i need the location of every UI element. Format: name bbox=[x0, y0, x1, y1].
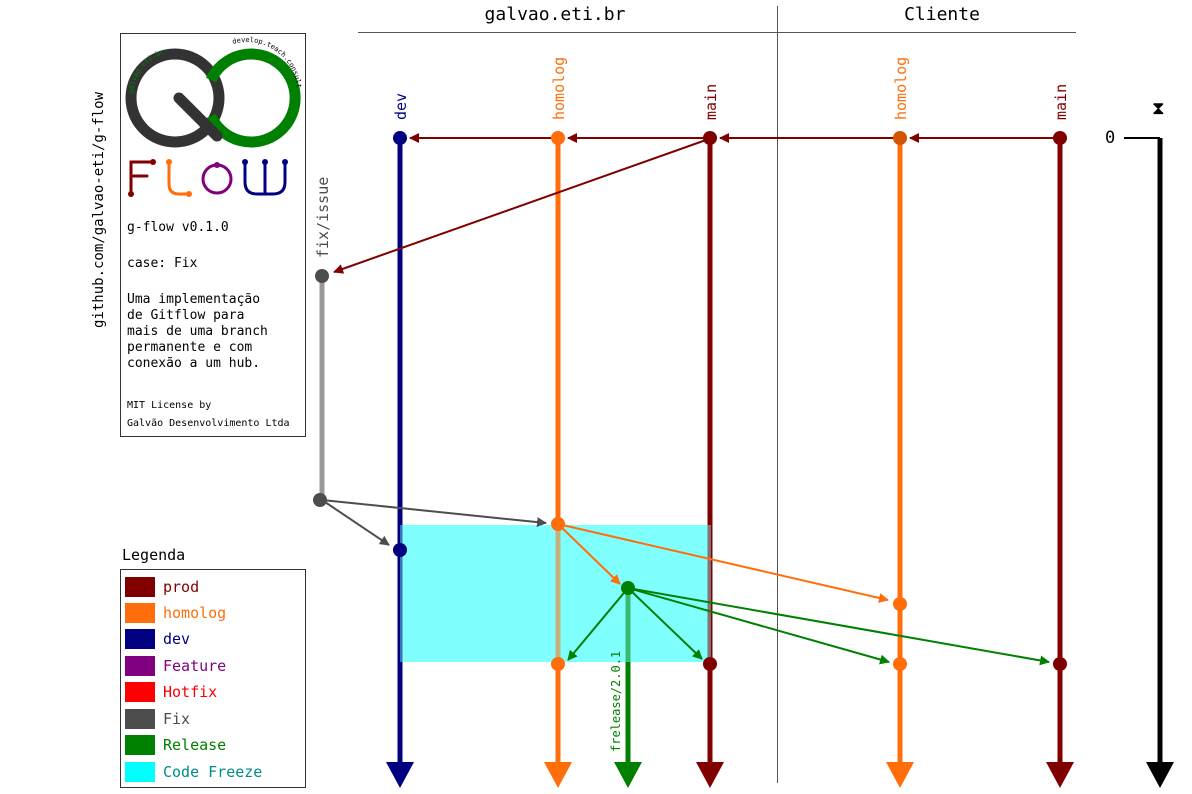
branch-label-main: main bbox=[702, 84, 720, 120]
legend-item-prod: prod bbox=[125, 576, 199, 598]
commit-release-start bbox=[621, 581, 635, 595]
commit-homolog-start bbox=[551, 131, 565, 145]
legend-swatch bbox=[125, 682, 155, 702]
legend-swatch bbox=[125, 577, 155, 597]
arrow-fix-to-homolog bbox=[321, 499, 547, 528]
legend-swatch bbox=[125, 735, 155, 755]
timeline-end-arrow bbox=[1146, 762, 1174, 788]
logo-ring-right bbox=[205, 48, 301, 148]
legend-label: Release bbox=[163, 736, 227, 754]
commit-dev-fix-merge bbox=[393, 543, 407, 557]
arrow-homolog-to-client-homolog bbox=[557, 523, 889, 603]
legend: prod homolog dev Feature Hotfix Fix Rele… bbox=[120, 569, 306, 788]
logo-flow-wordmark bbox=[128, 159, 288, 197]
code-freeze-area bbox=[400, 525, 711, 662]
legend-swatch bbox=[125, 762, 155, 782]
legend-item-fix: Fix bbox=[125, 708, 190, 730]
commit-homolog-release-merge bbox=[551, 657, 565, 671]
arrow-release-to-main bbox=[627, 587, 703, 660]
hourglass-icon: ⧗ bbox=[1152, 98, 1165, 119]
arrow-homolog-to-release bbox=[557, 523, 621, 585]
arrow-release-to-client-homolog bbox=[627, 587, 890, 665]
legend-swatch bbox=[125, 709, 155, 729]
branch-label-client-main: main bbox=[1052, 84, 1070, 120]
section-title-cliente: Cliente bbox=[904, 4, 980, 25]
header-divider bbox=[358, 32, 1076, 33]
description-text: Uma implementação de Gitflow para mais d… bbox=[127, 292, 268, 371]
client-homolog-end-arrow bbox=[886, 762, 914, 788]
legend-item-code-freeze: Code Freeze bbox=[125, 761, 262, 783]
legend-item-release: Release bbox=[125, 734, 226, 756]
legend-item-homolog: homolog bbox=[125, 602, 226, 624]
main-end-arrow bbox=[696, 762, 724, 788]
commit-dev-start bbox=[393, 131, 407, 145]
legend-label: homolog bbox=[163, 604, 227, 622]
homolog-end-arrow bbox=[544, 762, 572, 788]
commit-client-homolog-release bbox=[893, 657, 907, 671]
legend-title: Legenda bbox=[122, 546, 186, 564]
legend-label: Hotfix bbox=[163, 683, 218, 701]
legend-swatch bbox=[125, 629, 155, 649]
legend-swatch bbox=[125, 603, 155, 623]
commit-fix-end bbox=[313, 493, 327, 507]
license-line-1: MIT License by bbox=[127, 400, 212, 411]
dev-end-arrow bbox=[386, 762, 414, 788]
legend-item-hotfix: Hotfix bbox=[125, 681, 217, 703]
commit-client-main-start bbox=[1053, 131, 1067, 145]
version-label: g-flow v0.1.0 bbox=[127, 220, 229, 235]
section-title-galvao: galvao.eti.br bbox=[484, 4, 626, 25]
branch-label-homolog: homolog bbox=[550, 57, 568, 120]
logo-ring-left bbox=[125, 48, 225, 148]
timeline-start-label: 0 bbox=[1105, 128, 1116, 148]
legend-swatch bbox=[125, 656, 155, 676]
legend-label: prod bbox=[163, 578, 200, 596]
branch-label-dev: dev bbox=[392, 93, 410, 120]
section-divider bbox=[777, 6, 778, 783]
legend-item-dev: dev bbox=[125, 628, 190, 650]
legend-label: Code Freeze bbox=[163, 763, 263, 781]
release-end-arrow bbox=[614, 762, 642, 788]
repository-url: github.com/galvao-eti/g-flow bbox=[91, 91, 107, 329]
commit-client-homolog-merge bbox=[893, 597, 907, 611]
arrow-fix-to-dev bbox=[321, 499, 390, 546]
legend-item-feature: Feature bbox=[125, 655, 226, 677]
branch-label-client-homolog: homolog bbox=[892, 57, 910, 120]
gflow-logo: galvao.eti.br develop.teach.consult bbox=[125, 36, 303, 197]
commit-main-start bbox=[703, 131, 717, 145]
license-line-2: Galvão Desenvolvimento Ltda bbox=[127, 418, 290, 429]
branch-label-release: frelease/2.0.1 bbox=[609, 651, 623, 752]
case-label: case: Fix bbox=[127, 256, 198, 271]
commit-fix-start bbox=[315, 269, 329, 283]
info-card: galvao.eti.br develop.teach.consult g-fl… bbox=[120, 33, 306, 437]
arrow-main-to-fix bbox=[333, 139, 707, 274]
arrow-release-to-client-main bbox=[627, 587, 1050, 666]
commit-client-homolog-start bbox=[893, 131, 907, 145]
commit-homolog-fix-merge bbox=[551, 517, 565, 531]
branch-label-fix: fix/issue bbox=[314, 177, 332, 258]
legend-label: Feature bbox=[163, 657, 227, 675]
legend-label: Fix bbox=[163, 710, 191, 728]
client-main-end-arrow bbox=[1046, 762, 1074, 788]
commit-client-main-release bbox=[1053, 657, 1067, 671]
logo-cross bbox=[173, 92, 223, 142]
arrow-release-to-homolog bbox=[567, 587, 629, 661]
code-freeze-overlay bbox=[400, 525, 711, 662]
commit-main-release-merge bbox=[703, 657, 717, 671]
legend-label: dev bbox=[163, 630, 191, 648]
